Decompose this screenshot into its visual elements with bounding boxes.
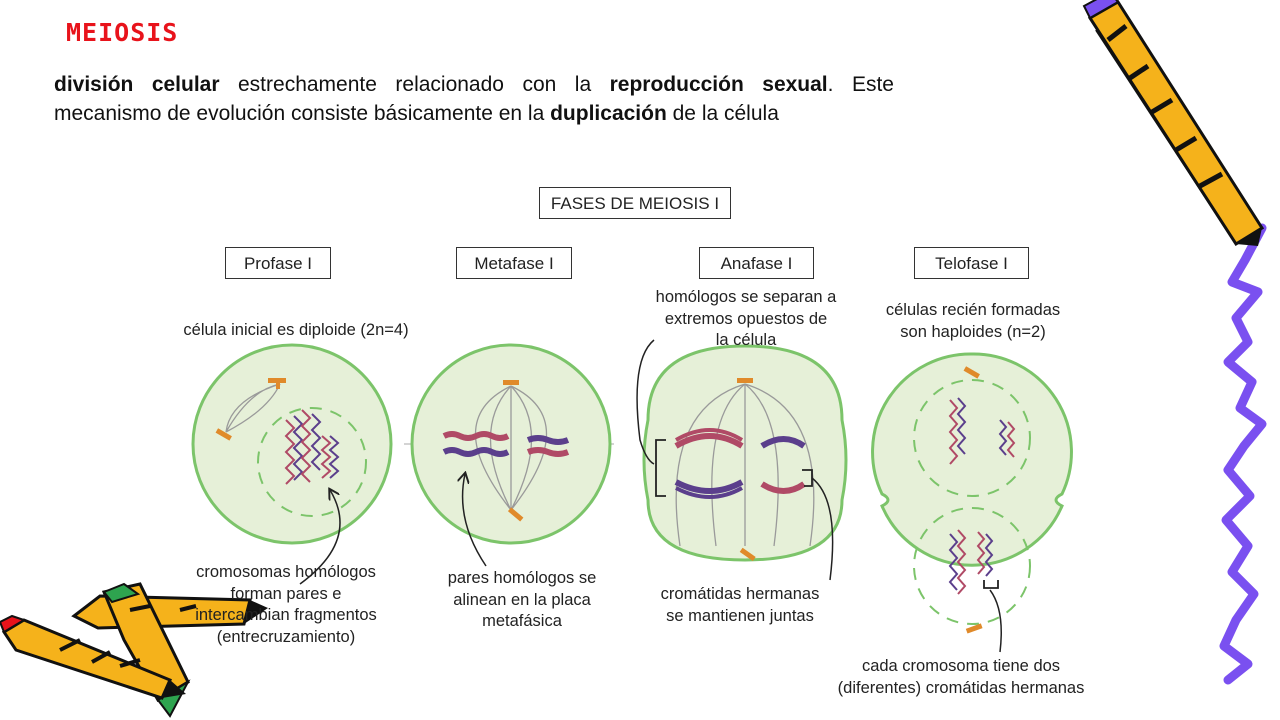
- intro-term-duplicacion: duplicación: [550, 102, 667, 125]
- note-line: son haploides (n=2): [900, 322, 1046, 341]
- intro-text-2: . Este mecanismo de evolución consiste b…: [54, 73, 894, 125]
- cell-metafase: [404, 343, 614, 545]
- arrow-telofase-bottom: [989, 589, 1002, 653]
- note-line: se mantienen juntas: [666, 606, 814, 625]
- arrow-metafase: [463, 474, 487, 567]
- note-telofase-top: células recién formadas son haploides (n…: [866, 300, 1080, 343]
- phase-label-metafase: Metafase I: [456, 247, 572, 279]
- note-line: células recién formadas: [885, 301, 1061, 319]
- intro-term-division: división celular: [54, 73, 220, 96]
- pencil-icon-top-right: [1082, 0, 1265, 247]
- note-line: homólogos se separan a: [655, 288, 837, 306]
- cell-profase: [191, 343, 393, 545]
- note-line: intercambian fragmentos: [195, 606, 377, 624]
- note-line: cada cromosoma tiene dos: [861, 657, 1061, 675]
- intro-paragraph: división celular estrechamente relaciona…: [54, 70, 894, 128]
- purple-scribble-decoration: [1219, 223, 1267, 685]
- note-telofase-bottom: cada cromosoma tiene dos (diferentes) cr…: [816, 656, 1106, 699]
- note-line: forman pares e: [230, 584, 342, 603]
- note-profase-bottom: cromosomas homólogos forman pares e inte…: [168, 562, 404, 648]
- intro-term-reproduccion: reproducción sexual: [609, 73, 828, 96]
- note-line: (diferentes) cromátidas hermanas: [837, 678, 1085, 697]
- slide-title: MEIOSIS: [66, 18, 179, 47]
- phase-label-profase: Profase I: [225, 247, 331, 279]
- note-line: cromátidas hermanas: [660, 585, 820, 603]
- note-anafase-bottom: cromátidas hermanas se mantienen juntas: [642, 584, 838, 627]
- arrow-anafase-bottom: [811, 477, 834, 581]
- note-line: la célula: [715, 331, 777, 349]
- cell-anafase: [642, 344, 848, 562]
- diagram-header: FASES DE MEIOSIS I: [539, 187, 731, 219]
- intro-text-3: de la célula: [666, 102, 779, 125]
- phase-label-anafase: Anafase I: [699, 247, 814, 279]
- note-line: cromosomas homólogos: [196, 563, 376, 581]
- pencils-icon-bottom-left: [0, 582, 268, 718]
- note-profase-top: célula inicial es diploide (2n=4): [183, 321, 409, 339]
- note-line: (entrecruzamiento): [216, 627, 356, 646]
- note-line: pares homólogos se: [447, 569, 597, 587]
- intro-text-1: estrechamente relacionado con la: [219, 73, 610, 96]
- cell-telofase: [871, 352, 1073, 634]
- phase-label-telofase: Telofase I: [914, 247, 1029, 279]
- note-metafase-bottom: pares homólogos se alinean en la placa m…: [424, 568, 620, 633]
- note-anafase-top: homólogos se separan a extremos opuestos…: [636, 287, 856, 352]
- note-line: alinean en la placa: [453, 590, 591, 609]
- note-line: extremos opuestos de: [664, 309, 828, 328]
- arrow-profase: [299, 490, 341, 585]
- arrow-anafase-top: [636, 339, 655, 465]
- note-line: metafásica: [482, 612, 562, 630]
